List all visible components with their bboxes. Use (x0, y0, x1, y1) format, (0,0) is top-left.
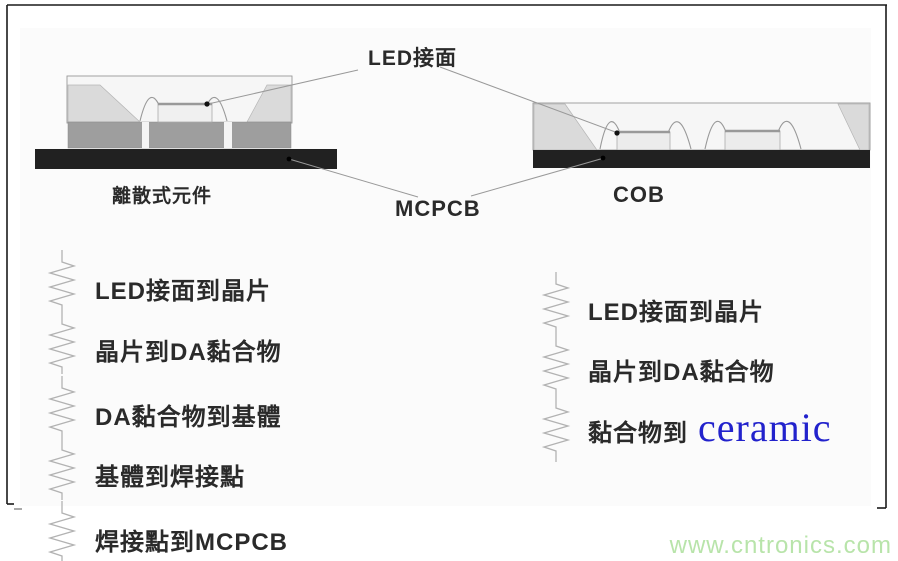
right-resistor-chain (541, 272, 571, 462)
substrate-gap (142, 122, 149, 148)
watermark-text: www.cntronics.com (669, 532, 892, 559)
wire-bond (667, 121, 692, 150)
discrete-chain-item: DA黏合物到基體 (95, 404, 282, 431)
ceramic-highlight-text: ceramic (698, 405, 832, 450)
mcpcb-line-right (470, 157, 605, 197)
led-junction-label: LED接面 (368, 47, 457, 70)
mcpcb-label: MCPCB (395, 196, 481, 221)
border-frame (6, 4, 887, 510)
junction-line-left (207, 69, 359, 105)
discrete-chain-item: LED接面到晶片 (95, 278, 271, 305)
thermal-resistor-symbol (47, 312, 77, 374)
thermal-resistor-symbol (47, 376, 77, 438)
discrete-package-drawing (35, 75, 337, 169)
discrete-chain-item: 晶片到DA黏合物 (95, 339, 282, 366)
discrete-led-chip (157, 103, 213, 123)
thermal-resistor-symbol (541, 396, 571, 462)
thermal-resistor-symbol (47, 250, 77, 312)
mcpcb-dot (600, 155, 606, 161)
cob-chain-item-ceramic: 黏合物到 ceramic (588, 404, 832, 451)
thermal-resistor-symbol (541, 272, 571, 334)
wire-bond (777, 120, 802, 150)
cob-package-caption: COB (613, 182, 665, 207)
cob-package-drawing (532, 102, 871, 168)
cob-led-chip-1 (616, 131, 671, 151)
substrate-gap (224, 122, 232, 148)
wire-bond (599, 121, 621, 150)
junction-dot (204, 101, 210, 107)
wire-bond (139, 96, 160, 122)
thermal-resistor-symbol (47, 438, 77, 500)
mcpcb-dot (286, 156, 292, 162)
thermal-resistor-symbol (47, 501, 77, 561)
discrete-substrate (67, 121, 292, 149)
junction-dot (614, 130, 620, 136)
discrete-mcpcb-bar (35, 149, 337, 169)
junction-line-right (439, 66, 619, 134)
left-resistor-chain (47, 250, 77, 561)
cob-mcpcb-bar (533, 150, 870, 168)
cob-led-chip-2 (724, 130, 781, 151)
annotation-lines (204, 66, 620, 198)
discrete-chain-item: 焊接點到MCPCB (95, 529, 288, 556)
cob-chain-item: 晶片到DA黏合物 (588, 359, 775, 386)
mcpcb-line-left (288, 158, 419, 198)
cob-chain-item-prefix: 黏合物到 (588, 420, 688, 447)
discrete-chain-item: 基體到焊接點 (95, 464, 245, 491)
thermal-resistor-symbol (541, 334, 571, 396)
discrete-package-caption: 離散式元件 (112, 186, 213, 207)
cob-chain-item: LED接面到晶片 (588, 299, 764, 326)
wire-bond (704, 120, 727, 150)
